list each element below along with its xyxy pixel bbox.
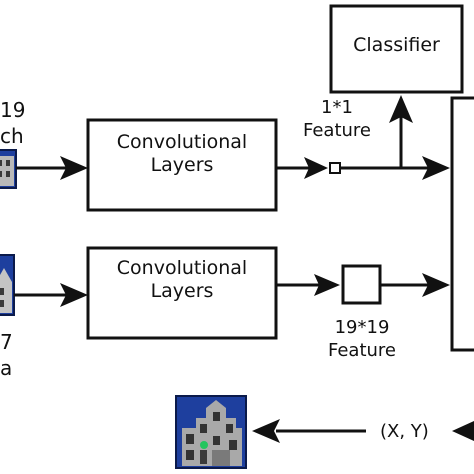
- feature-square-large: [341, 264, 382, 305]
- conv-layers-top-line1: Convolutional: [116, 131, 248, 153]
- conv-layers-top-line2: Layers: [150, 154, 214, 177]
- arrowhead-feature-large: [314, 274, 340, 296]
- output-patch: [175, 395, 247, 469]
- conv-layers-label-top: Convolutional Layers: [88, 131, 276, 177]
- location-marker: [200, 441, 208, 449]
- fusion-box: [450, 96, 474, 352]
- feature-square-small: [329, 162, 341, 174]
- output-coords-label: (X, Y): [380, 421, 429, 442]
- arrowhead-conv-bottom: [60, 283, 88, 307]
- input-patch-bottom: [0, 254, 15, 316]
- classifier-label: Classifier: [353, 34, 440, 56]
- feature-small-label: 1*1 Feature: [290, 96, 384, 143]
- arrowhead-fusion-top: [422, 156, 450, 180]
- feature-large-label: 19*19 Feature: [314, 316, 410, 363]
- feature-small-size: 1*1: [321, 97, 353, 118]
- input-patch-top: [0, 149, 17, 189]
- arrowhead-output-patch: [252, 419, 280, 443]
- input-bottom-fragment-b: a: [0, 356, 13, 380]
- input-bottom-fragment-a: 7: [0, 330, 13, 354]
- feature-large-size: 19*19: [334, 317, 390, 338]
- arrowhead-conv-top: [60, 156, 88, 180]
- conv-layers-box-top: [86, 118, 278, 212]
- conv-layers-box-bottom: [86, 246, 278, 340]
- classifier-box: [329, 4, 464, 94]
- conv-layers-bottom-line2: Layers: [150, 280, 214, 303]
- input-top-fragment-a: 19: [0, 98, 26, 122]
- conv-layers-bottom-line1: Convolutional: [116, 257, 248, 279]
- arrowhead-fusion-out: [452, 421, 474, 441]
- input-top-fragment-b: ch: [0, 124, 24, 148]
- arrowhead-classifier: [389, 95, 413, 123]
- arrowhead-feature-small: [304, 157, 328, 179]
- feature-small-word: Feature: [302, 120, 372, 142]
- feature-large-word: Feature: [327, 340, 397, 362]
- conv-layers-label-bottom: Convolutional Layers: [88, 257, 276, 303]
- arrowhead-fusion-bottom: [422, 273, 450, 297]
